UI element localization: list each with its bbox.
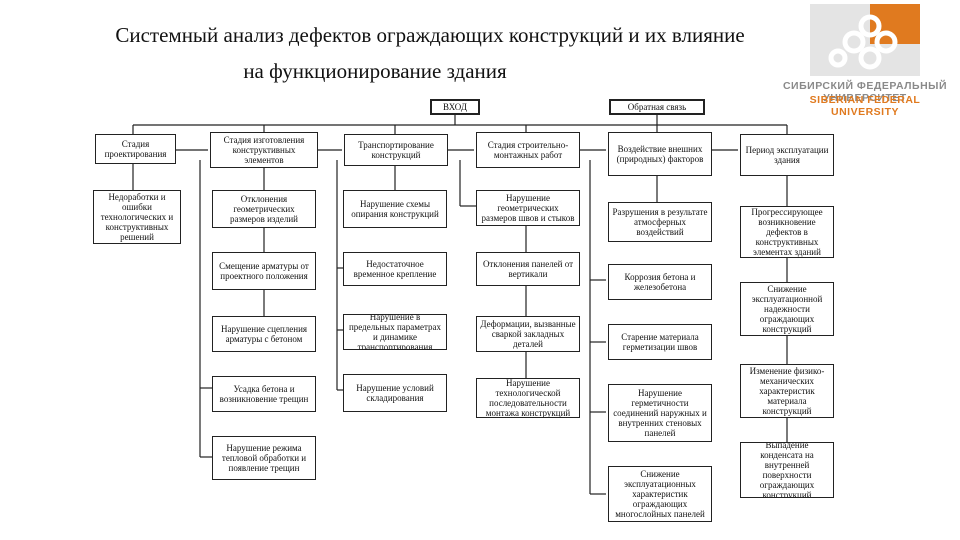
stage-manufacturing: Стадия изготовления конструктивных элеме… [210, 132, 318, 168]
defect-atmospheric: Разрушения в результате атмосферных возд… [608, 202, 712, 242]
defect-corrosion: Коррозия бетона и железобетона [608, 264, 712, 300]
page-title-line2: на функционирование здания [243, 59, 507, 83]
defect-welding-deformation: Деформации, вызванные сваркой закладных … [476, 316, 580, 352]
defect-support-scheme: Нарушение схемы опирания конструкций [343, 190, 447, 228]
logo-mark-icon [810, 4, 920, 76]
defect-transport-parameters: Нарушение в предельных параметрах и дина… [343, 314, 447, 350]
stage-external-factors: Воздействие внешних (природных) факторов [608, 132, 712, 176]
defect-rebar-bond: Нарушение сцепления арматуры с бетоном [212, 316, 316, 352]
defect-multilayer-panels: Снижение эксплуатационных характеристик … [608, 466, 712, 522]
defect-geometry-deviation: Отклонения геометрических размеров издел… [212, 190, 316, 228]
defect-design-errors: Недоработки и ошибки технологических и к… [93, 190, 181, 244]
effect-progressive-defects: Прогрессирующее возникновение дефектов в… [740, 206, 834, 258]
stage-operation: Период эксплуатации здания [740, 134, 834, 176]
defect-panel-sealing: Нарушение герметичности соединений наруж… [608, 384, 712, 442]
stage-installation: Стадия строительно-монтажных работ [476, 132, 580, 168]
defect-panel-vertical: Отклонения панелей от вертикали [476, 252, 580, 286]
stage-design: Стадия проектирования [95, 134, 176, 164]
stage-transport: Транспортирование конструкций [344, 134, 448, 166]
feedback-box: Обратная связь [609, 99, 705, 115]
page-title-line1: Системный анализ дефектов ограждающих ко… [115, 23, 745, 47]
university-logo: СИБИРСКИЙ ФЕДЕРАЛЬНЫЙ УНИВЕРСИТЕТ SIBERI… [780, 4, 950, 118]
defect-sealant-aging: Старение материала герметизации швов [608, 324, 712, 360]
logo-text-en: SIBERIAN FEDERAL UNIVERSITY [809, 94, 921, 118]
defect-installation-sequence: Нарушение технологической последовательн… [476, 378, 580, 418]
effect-condensation: Выпадение конденсата на внутренней повер… [740, 442, 834, 498]
effect-material-properties: Изменение физико-механических характерис… [740, 364, 834, 418]
defect-rebar-shift: Смещение арматуры от проектного положени… [212, 252, 316, 290]
defect-heat-treatment: Нарушение режима тепловой обработки и по… [212, 436, 316, 480]
defect-temporary-fixing: Недостаточное временное крепление [343, 252, 447, 286]
effect-reliability-decrease: Снижение эксплуатационной надежности огр… [740, 282, 834, 336]
defect-storage: Нарушение условий складирования [343, 374, 447, 412]
defect-joint-geometry: Нарушение геометрических размеров швов и… [476, 190, 580, 226]
defect-concrete-shrinkage: Усадка бетона и возникновение трещин [212, 376, 316, 412]
input-box: ВХОД [430, 99, 480, 115]
logo-text-ru: СИБИРСКИЙ ФЕДЕРАЛЬНЫЙ УНИВЕРСИТЕТ [782, 80, 948, 104]
